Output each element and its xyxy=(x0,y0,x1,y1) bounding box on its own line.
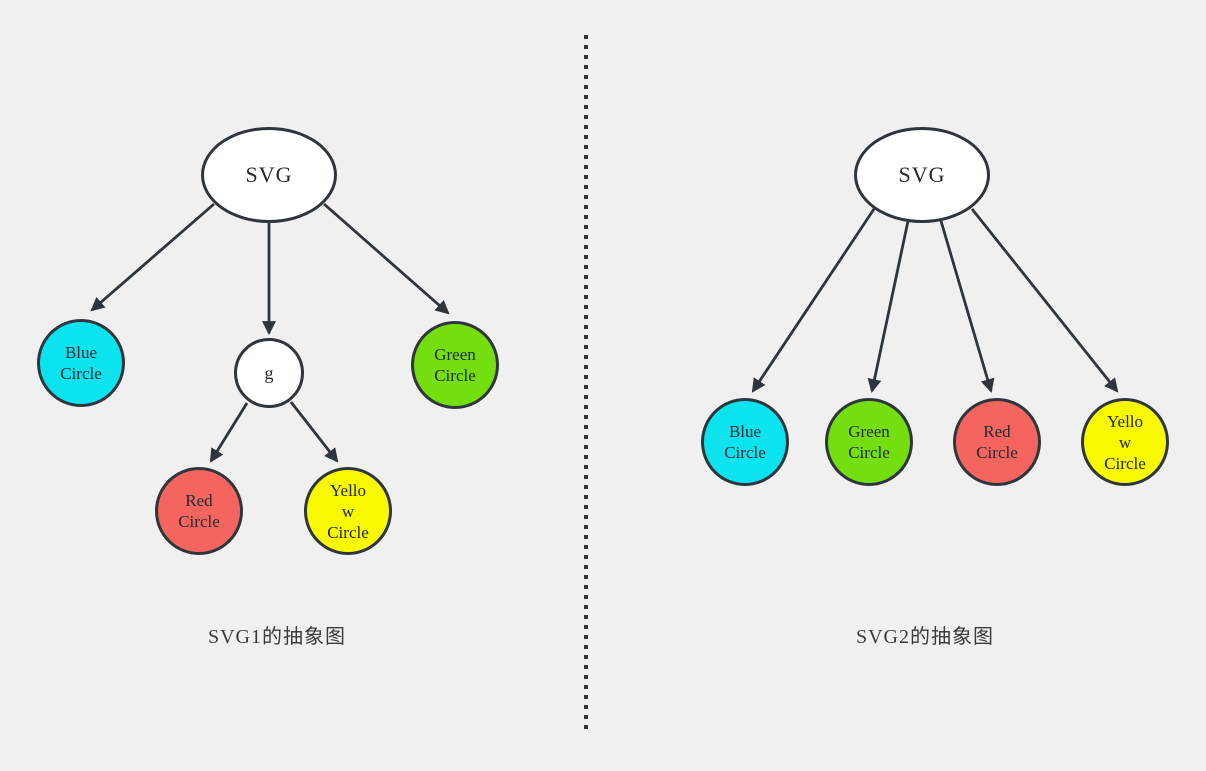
svg2-red-circle-node: Red Circle xyxy=(953,398,1041,486)
svg2-green-circle-label: Green Circle xyxy=(848,422,890,462)
vertical-divider xyxy=(584,35,588,731)
svg1-green-circle-node: Green Circle xyxy=(411,321,499,409)
svg1-blue-circle-label: Blue Circle xyxy=(60,343,102,383)
svg2-green-circle-node: Green Circle xyxy=(825,398,913,486)
svg1-root-node: SVG xyxy=(201,127,337,223)
arrow-svg1-g-to-red xyxy=(209,402,249,463)
svg2-yellow-circle-node: Yello w Circle xyxy=(1081,398,1169,486)
arrow-svg1-root-to-blue xyxy=(90,202,215,312)
arrow-svg2-root-to-blue xyxy=(751,208,876,393)
svg2-caption: SVG2的抽象图 xyxy=(855,626,994,648)
svg2-yellow-circle-label: Yello w Circle xyxy=(1104,411,1146,473)
arrow-svg2-root-to-red xyxy=(939,220,995,394)
arrow-svg2-root-to-yellow xyxy=(970,208,1119,393)
svg2-root-node: SVG xyxy=(854,127,990,223)
arrow-svg2-root-to-green xyxy=(867,220,910,394)
svg1-red-circle-label: Red Circle xyxy=(178,491,220,531)
svg1-blue-circle-node: Blue Circle xyxy=(37,319,125,407)
svg2-red-circle-label: Red Circle xyxy=(976,422,1018,462)
svg2-root-label: SVG xyxy=(898,162,946,187)
svg1-red-circle-node: Red Circle xyxy=(155,467,243,555)
svg1-yellow-circle-label: Yello w Circle xyxy=(327,480,369,542)
arrow-svg1-root-to-green xyxy=(323,202,450,315)
svg2-blue-circle-node: Blue Circle xyxy=(701,398,789,486)
svg1-green-circle-label: Green Circle xyxy=(434,345,476,385)
svg1-root-label: SVG xyxy=(245,162,293,187)
arrow-svg1-g-to-yellow xyxy=(289,401,339,463)
svg1-g-label: g xyxy=(264,362,274,383)
svg1-yellow-circle-node: Yello w Circle xyxy=(304,467,392,555)
svg2-blue-circle-label: Blue Circle xyxy=(724,422,766,462)
svg1-g-node: g xyxy=(234,338,304,408)
svg1-caption: SVG1的抽象图 xyxy=(207,626,346,648)
